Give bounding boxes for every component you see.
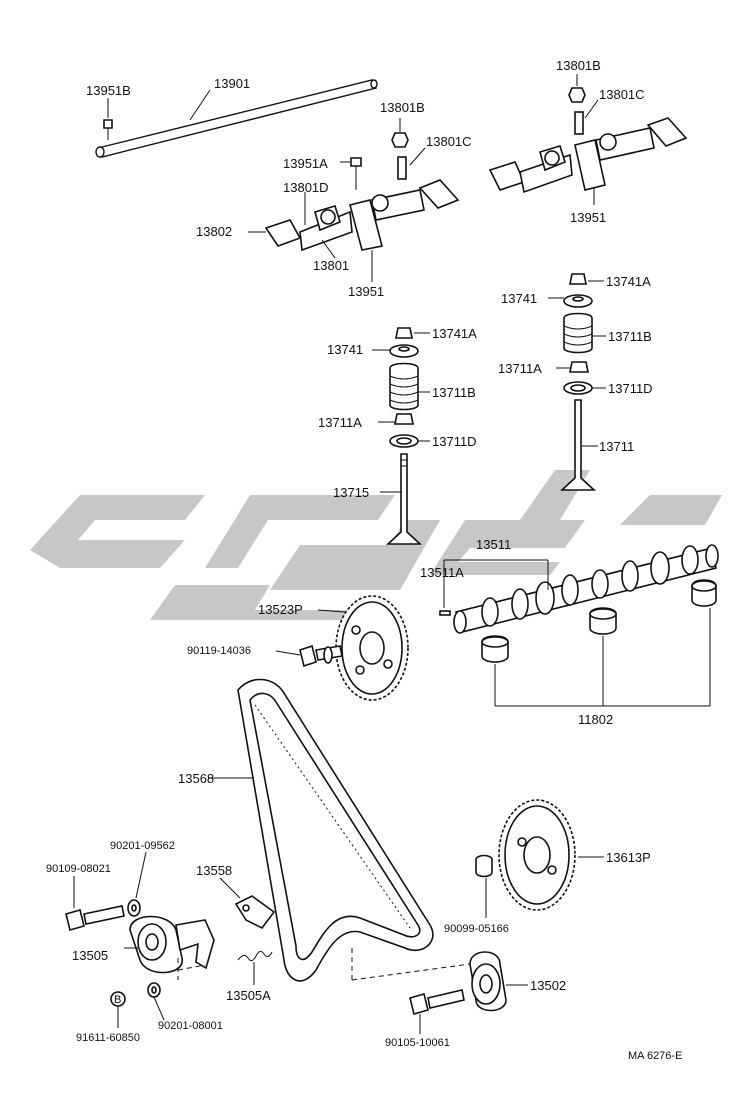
label-13511A: 13511A <box>420 565 464 580</box>
bolt-90109-08021 <box>65 905 125 931</box>
idler-13502 <box>469 951 507 1012</box>
label-13711A-left: 13711A <box>318 415 362 430</box>
label-90201-08001: 90201-08001 <box>158 1020 223 1032</box>
washer-90201-09562 <box>127 899 141 917</box>
label-13741-right: 13741 <box>501 291 537 306</box>
label-13711B-right: 13711B <box>608 329 652 344</box>
valve-set-right <box>559 273 597 491</box>
label-13801C-left: 13801C <box>426 134 472 149</box>
screw-13801C-left <box>397 156 407 180</box>
camshaft <box>453 544 719 634</box>
key-90099-05166 <box>475 854 493 878</box>
label-B: B <box>114 994 121 1006</box>
label-13951B: 13951B <box>86 83 131 98</box>
label-90099-05166: 90099-05166 <box>444 923 509 935</box>
label-13613P: 13613P <box>606 850 651 865</box>
label-13711D-left: 13711D <box>432 434 477 449</box>
label-13951-left: 13951 <box>348 284 384 299</box>
label-11802: 11802 <box>578 712 613 727</box>
label-13741A-right: 13741A <box>606 274 651 289</box>
label-13741A-left: 13741A <box>432 326 477 341</box>
label-13801B-right: 13801B <box>556 58 601 73</box>
timing-belt-13568 <box>237 678 434 982</box>
label-90109-08021: 90109-08021 <box>46 863 111 875</box>
label-13711D-right: 13711D <box>608 381 653 396</box>
label-90119-14036: 90119-14036 <box>187 645 251 657</box>
label-13951A: 13951A <box>283 156 328 171</box>
label-90201-09562: 90201-09562 <box>110 840 175 852</box>
washer-90201-08001 <box>147 982 161 998</box>
label-90105-10061: 90105-10061 <box>385 1037 450 1049</box>
bearing-11802-2 <box>589 607 617 635</box>
bearing-11802-1 <box>481 635 509 663</box>
label-13801B-left: 13801B <box>380 100 425 115</box>
bearing-11802-3 <box>691 579 717 607</box>
pin-13511A <box>439 610 451 616</box>
label-13715: 13715 <box>333 485 369 500</box>
bolt-90105-10061 <box>409 989 465 1015</box>
screw-13801C-right <box>574 111 584 135</box>
rocker-shaft <box>95 79 378 158</box>
label-13711A-right: 13711A <box>498 361 542 376</box>
label-13523P: 13523P <box>258 602 303 617</box>
label-13568: 13568 <box>178 771 214 786</box>
tensioner-13505 <box>129 915 215 974</box>
spring-13505A <box>237 950 273 962</box>
label-13502: 13502 <box>530 978 566 993</box>
valve-set-left <box>385 327 423 545</box>
label-13505A: 13505A <box>226 988 271 1003</box>
rocker-arm-assembly-right <box>488 117 688 194</box>
bracket-13558 <box>234 895 276 930</box>
rocker-arm-assembly-left <box>264 179 460 252</box>
nut-13801B-right <box>568 87 586 103</box>
bolt-13951B <box>103 119 113 140</box>
label-13951-right: 13951 <box>570 210 606 225</box>
label-13511: 13511 <box>476 537 511 552</box>
bolt-13951A <box>350 157 362 190</box>
label-13505: 13505 <box>72 948 108 963</box>
camshaft-pulley-13523P <box>335 595 409 701</box>
label-13801D: 13801D <box>283 180 329 195</box>
label-13741-left: 13741 <box>327 342 363 357</box>
label-13901: 13901 <box>214 76 250 91</box>
crankshaft-pulley-13613P <box>498 799 576 911</box>
label-13711: 13711 <box>599 439 634 454</box>
bolt-90119-14036 <box>299 644 343 668</box>
label-13558: 13558 <box>196 863 232 878</box>
diagram-code: MA 6276-E <box>628 1050 682 1062</box>
label-91611-60850: 91611-60850 <box>76 1032 140 1044</box>
label-13711B-left: 13711B <box>432 385 476 400</box>
labels: 13951B 13901 13801B 13801C 13951A 13801D… <box>46 58 682 1062</box>
label-13801C-right: 13801C <box>599 87 645 102</box>
nut-13801B-left <box>391 132 409 148</box>
label-13801: 13801 <box>313 258 349 273</box>
label-13802: 13802 <box>196 224 232 239</box>
